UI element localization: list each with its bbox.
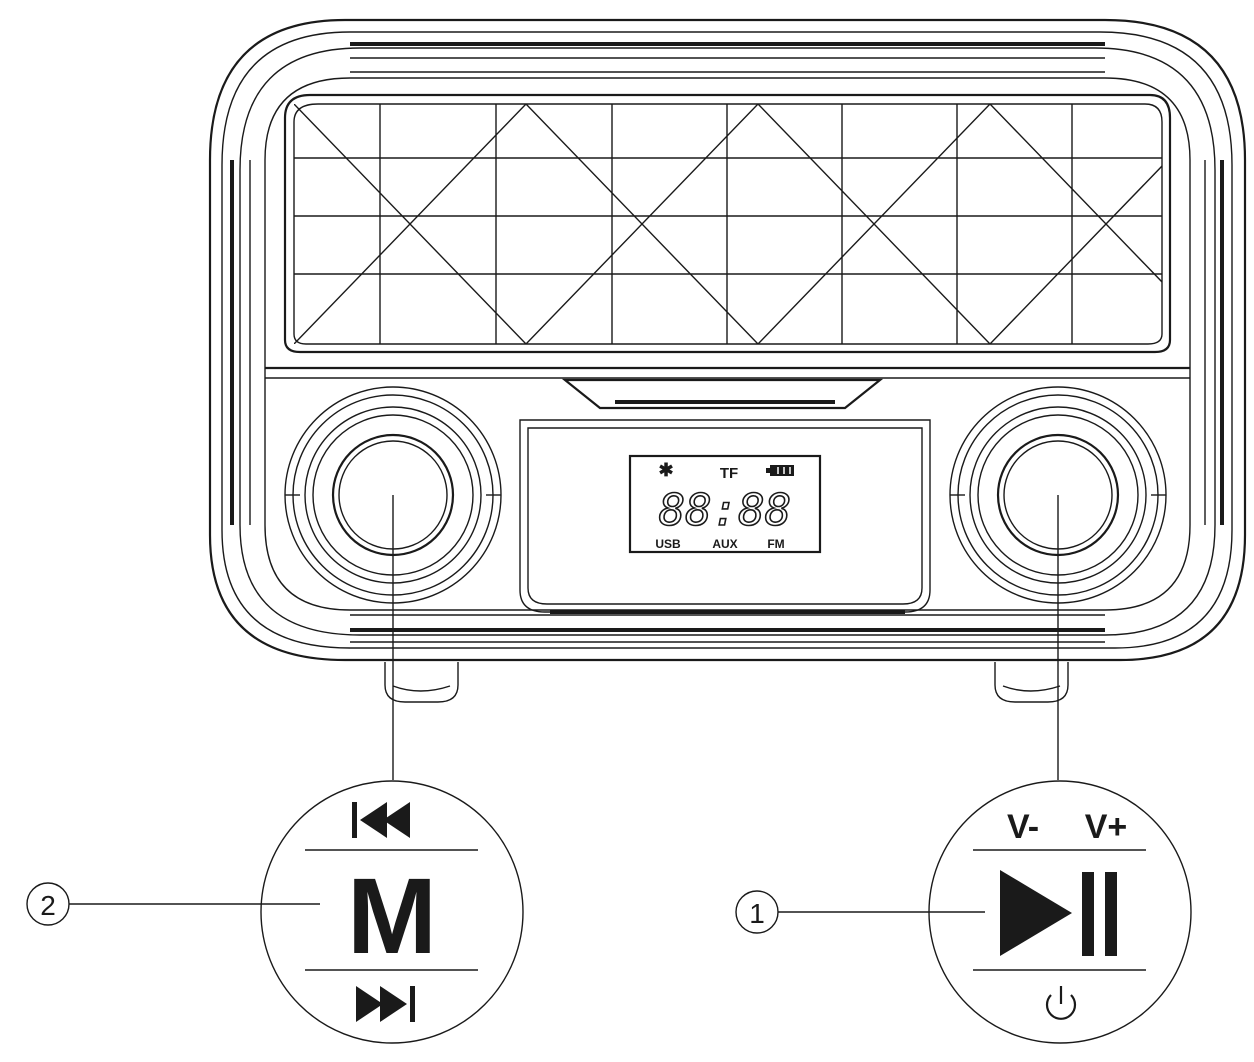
callout-1: 1 bbox=[735, 890, 985, 934]
mode-m-label: M bbox=[347, 855, 437, 976]
control-panel: ✱ TF 88:88 USB AUX FM bbox=[265, 366, 1190, 614]
lcd-display bbox=[628, 454, 822, 554]
left-knob[interactable] bbox=[284, 386, 502, 780]
volume-up-label: V+ bbox=[1085, 808, 1128, 846]
grille-line bbox=[525, 104, 759, 344]
lcd-usb-label: USB bbox=[655, 537, 681, 551]
power-icon bbox=[1045, 986, 1077, 1020]
grille-line bbox=[1222, 104, 1254, 344]
mode-button-detail: M bbox=[260, 780, 524, 1044]
grille-line bbox=[294, 104, 527, 344]
speaker-body bbox=[208, 18, 1247, 662]
lcd-digits: 88:88 bbox=[659, 485, 791, 536]
volume-down-label: V- bbox=[1007, 808, 1039, 846]
next-track-icon bbox=[356, 986, 415, 1022]
grille-line bbox=[0, 104, 62, 344]
lcd-tf-label: TF bbox=[720, 465, 738, 482]
grille-line bbox=[294, 342, 295, 344]
battery-icon bbox=[766, 465, 794, 476]
grille-line bbox=[294, 104, 295, 106]
grille-line bbox=[1222, 104, 1254, 344]
right-knob[interactable] bbox=[949, 386, 1167, 780]
grille-line bbox=[0, 104, 62, 344]
play-pause-icon bbox=[1000, 870, 1117, 956]
previous-track-icon bbox=[352, 802, 410, 838]
lcd-fm-label: FM bbox=[767, 537, 784, 551]
callout-2: 2 bbox=[26, 882, 320, 926]
grille-line bbox=[757, 104, 991, 344]
speaker-feet bbox=[384, 662, 1069, 703]
grille-line bbox=[989, 165, 1162, 344]
svg-text:2: 2 bbox=[40, 890, 56, 921]
bluetooth-icon: ✱ bbox=[658, 460, 673, 480]
speaker-grille bbox=[0, 93, 1254, 354]
lcd-aux-label: AUX bbox=[712, 537, 737, 551]
play-button-detail: V- V+ bbox=[928, 780, 1192, 1044]
svg-text:1: 1 bbox=[749, 898, 765, 929]
